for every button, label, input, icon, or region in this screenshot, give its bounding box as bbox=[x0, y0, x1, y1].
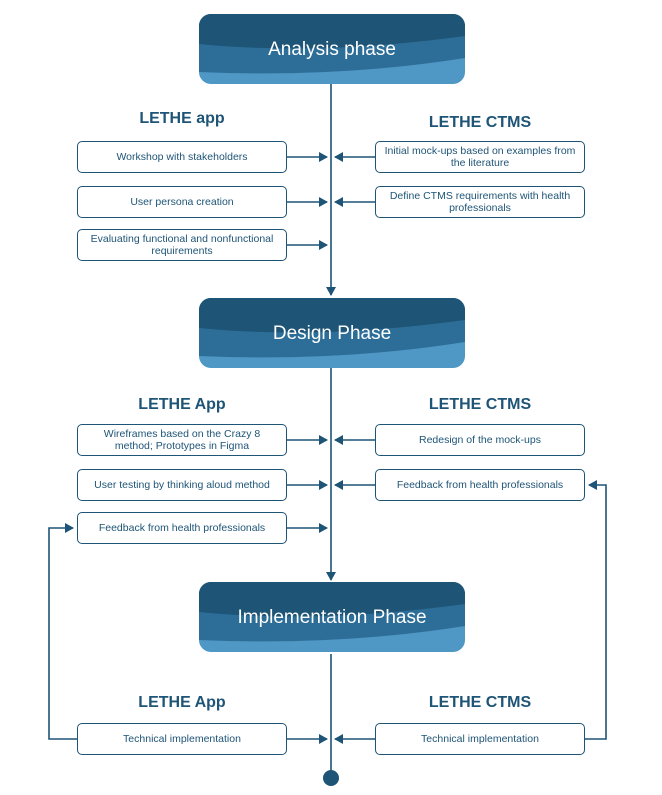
implementation-ctms-heading: LETHE CTMS bbox=[428, 694, 532, 711]
phase-title-design: Design Phase bbox=[272, 323, 392, 344]
step-app-feedback: Feedback from health professionals bbox=[77, 512, 287, 544]
phase-design: Design Phase bbox=[199, 298, 465, 368]
step-initial-mockups: Initial mock-ups based on examples from … bbox=[375, 141, 585, 173]
step-workshop: Workshop with stakeholders bbox=[77, 141, 287, 173]
step-ctms-technical-implementation: Technical implementation bbox=[375, 723, 585, 755]
loop-app-feedback bbox=[48, 523, 77, 740]
step-evaluating-requirements: Evaluating functional and nonfunctional … bbox=[77, 229, 287, 261]
step-user-persona: User persona creation bbox=[77, 186, 287, 218]
analysis-ctms-heading: LETHE CTMS bbox=[428, 114, 532, 131]
step-wireframes: Wireframes based on the Crazy 8 method; … bbox=[77, 424, 287, 456]
step-ctms-feedback: Feedback from health professionals bbox=[375, 469, 585, 501]
analysis-app-heading: LETHE app bbox=[139, 110, 225, 127]
design-app-heading: LETHE App bbox=[138, 396, 226, 413]
phase-implementation: Implementation Phase bbox=[199, 582, 465, 652]
step-redesign-mockups: Redesign of the mock-ups bbox=[375, 424, 585, 456]
phase-title-analysis: Analysis phase bbox=[268, 39, 396, 60]
step-ctms-requirements: Define CTMS requirements with health pro… bbox=[375, 186, 585, 218]
phase-analysis: Analysis phase bbox=[199, 14, 465, 84]
step-app-technical-implementation: Technical implementation bbox=[77, 723, 287, 755]
design-ctms-heading: LETHE CTMS bbox=[428, 396, 532, 413]
phase-title-implementation: Implementation Phase bbox=[237, 607, 427, 628]
implementation-app-heading: LETHE App bbox=[138, 694, 226, 711]
end-node bbox=[323, 770, 339, 786]
step-user-testing: User testing by thinking aloud method bbox=[77, 469, 287, 501]
loop-ctms-feedback bbox=[585, 480, 607, 740]
